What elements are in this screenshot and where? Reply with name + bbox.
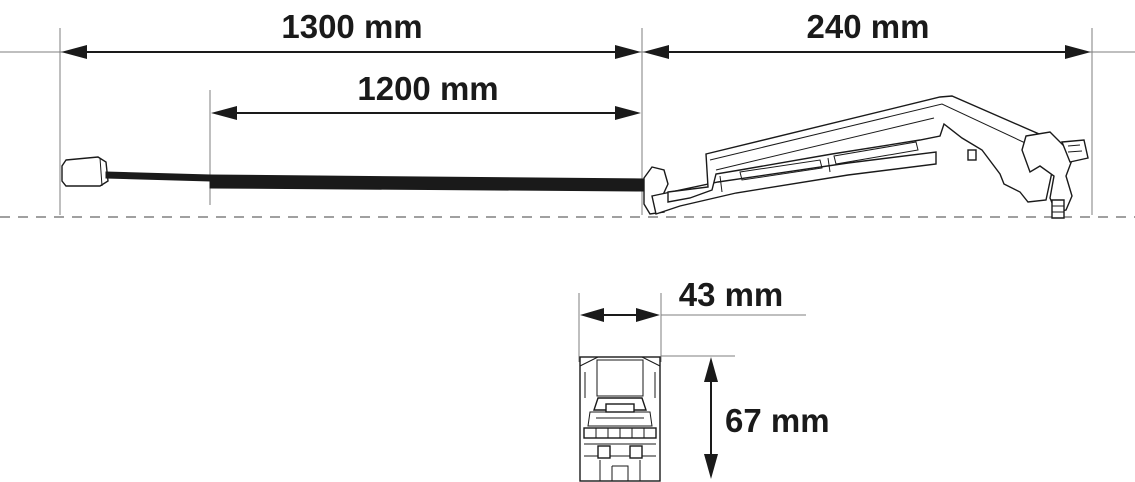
connector-body-side-view: [643, 95, 1089, 219]
arrow-bottom: [704, 454, 718, 479]
cable-assembly-side-view: [61, 156, 645, 192]
cable-thick-section: [209, 174, 645, 192]
arrow-left: [643, 45, 669, 59]
arrow-top: [704, 357, 718, 382]
lower-rail: [651, 151, 937, 215]
cable-thin-section: [105, 171, 211, 182]
front-housing: [579, 356, 661, 482]
arrow-left: [580, 308, 604, 322]
width-label: 43 mm: [679, 276, 784, 313]
arrow-right: [615, 106, 641, 120]
dimension-height: 67 mm: [704, 357, 830, 479]
arrow-right: [1065, 45, 1091, 59]
dimension-total-length: 1300 mm: [61, 8, 641, 59]
connector-front-view: [579, 356, 661, 482]
connector-length-label: 240 mm: [807, 8, 930, 45]
dimension-cable-length: 1200 mm: [211, 70, 641, 120]
total-length-label: 1300 mm: [281, 8, 422, 45]
dimension-width: 43 mm: [580, 276, 783, 322]
cable-end-plug: [61, 156, 109, 187]
arrow-right: [615, 45, 641, 59]
height-label: 67 mm: [725, 402, 830, 439]
arrow-left: [61, 45, 87, 59]
dimension-connector-length: 240 mm: [643, 8, 1091, 59]
main-housing: [667, 95, 1061, 203]
cable-length-label: 1200 mm: [357, 70, 498, 107]
arrow-right: [636, 308, 660, 322]
arrow-left: [211, 106, 237, 120]
screw-terminal: [1051, 199, 1065, 219]
